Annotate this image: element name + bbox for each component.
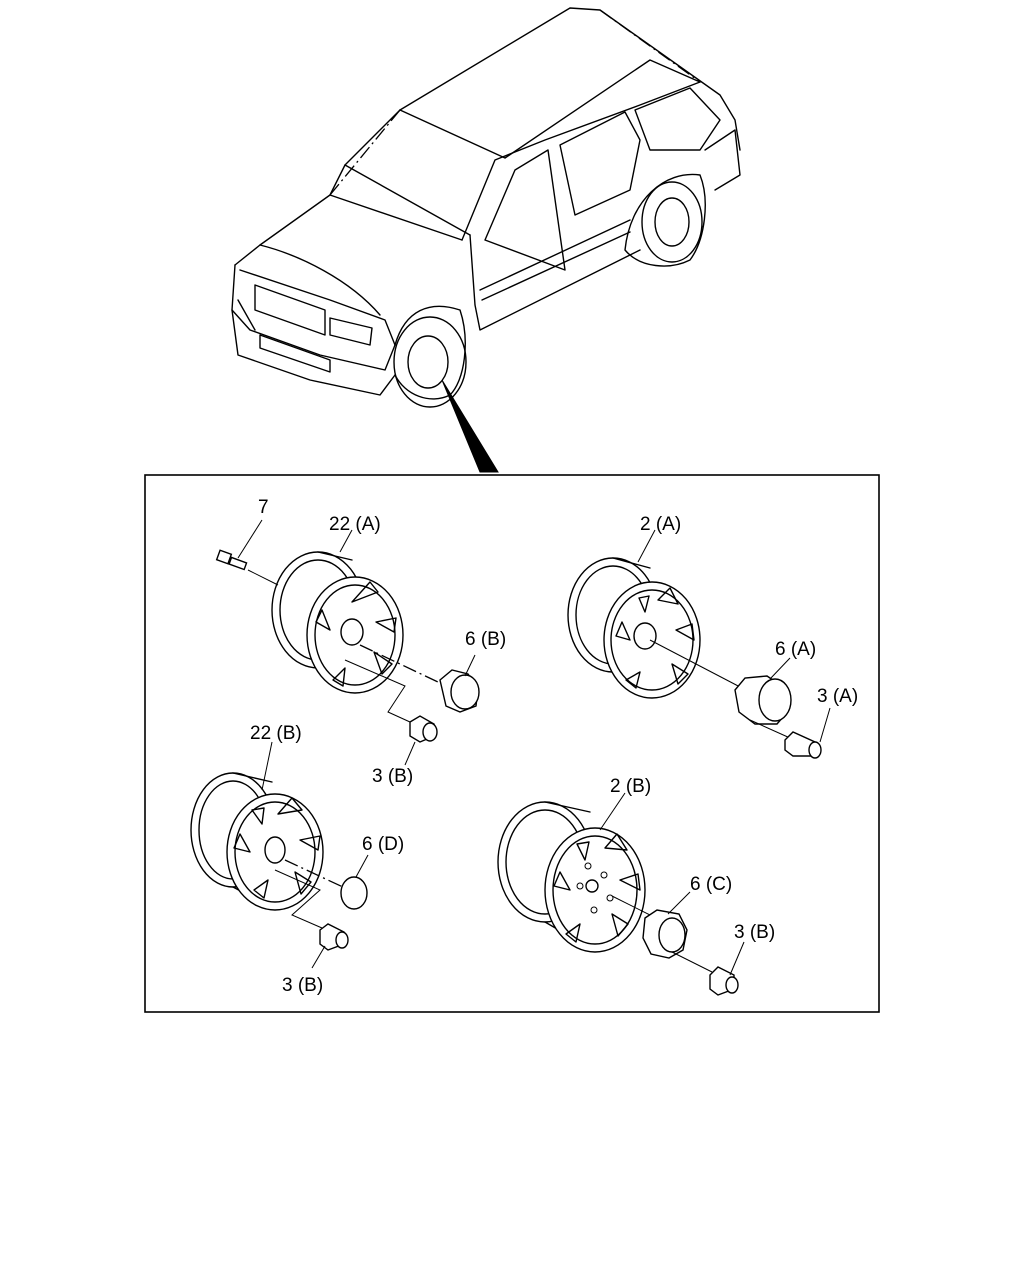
wheel-2a: [567, 557, 701, 699]
callout-6b: 6 (B): [465, 629, 506, 650]
wheel-22a: [271, 551, 404, 694]
valve-stem-7: [215, 519, 279, 586]
callout-3b-1: 3 (B): [372, 766, 413, 787]
cap-6c: [611, 891, 691, 959]
wheel-2b: [497, 801, 646, 953]
callout-22a: 22 (A): [329, 514, 381, 535]
vehicle-illustration: [231, 7, 741, 473]
callout-3a: 3 (A): [817, 686, 858, 707]
lug-nut-3b-1: [344, 659, 438, 766]
callout-22b: 22 (B): [250, 723, 302, 744]
detail-frame: [144, 474, 880, 1013]
lug-nut-3a: [749, 707, 831, 759]
callout-2b: 2 (B): [610, 776, 651, 797]
cap-6d: [284, 854, 369, 910]
callout-7: 7: [258, 497, 269, 518]
callout-3b-2: 3 (B): [282, 975, 323, 996]
cap-6a: [649, 639, 792, 725]
wheel-22b: [190, 772, 324, 911]
callout-6d: 6 (D): [362, 834, 404, 855]
lug-nut-3b-3: [671, 941, 745, 996]
callout-6a: 6 (A): [775, 639, 816, 660]
callout-6c: 6 (C): [690, 874, 732, 895]
callout-3b-3: 3 (B): [734, 922, 775, 943]
lug-nut-3b-2: [274, 869, 349, 969]
cap-6b: [359, 644, 480, 713]
callout-2a: 2 (A): [640, 514, 681, 535]
